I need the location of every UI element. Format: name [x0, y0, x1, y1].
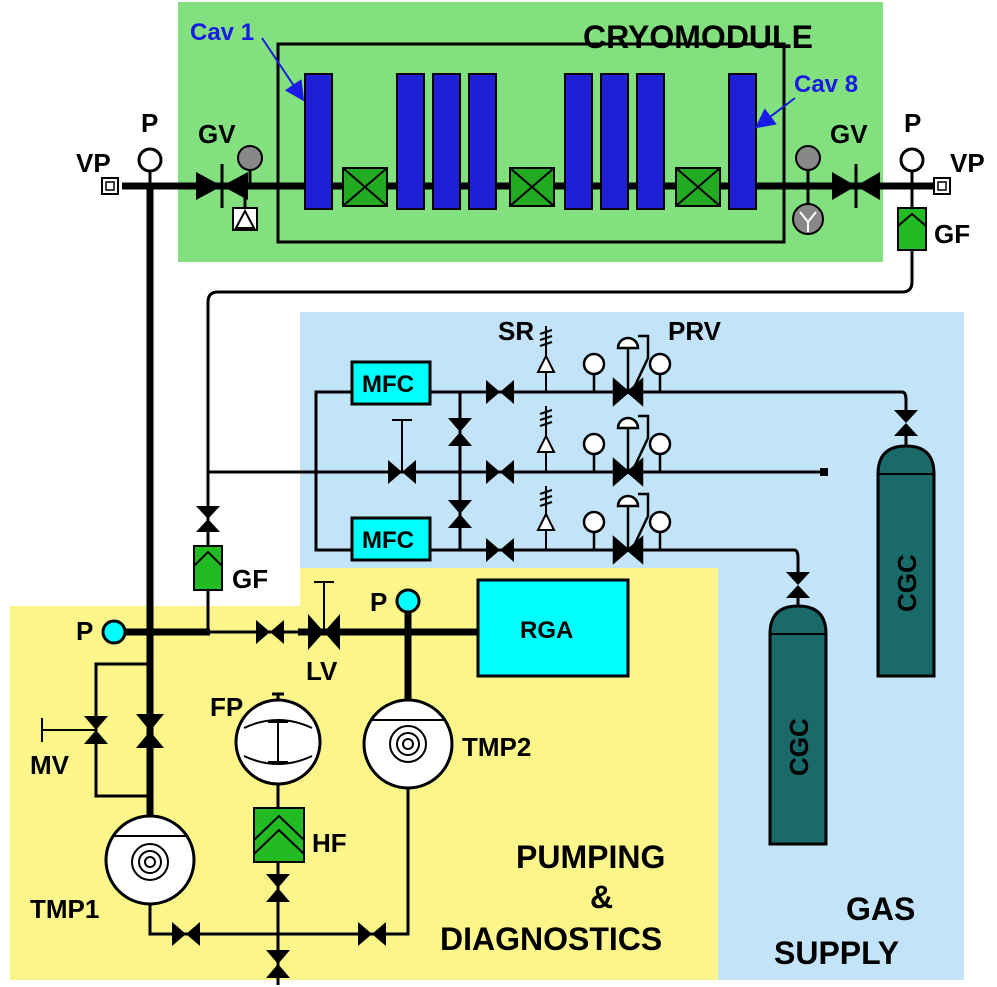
- gauge-row1-b-icon: [648, 352, 672, 376]
- mv-label: MV: [30, 750, 70, 780]
- gf-mid-label: GF: [232, 564, 268, 594]
- safety-relief-group: [536, 326, 556, 550]
- cryomodule-vessel: [276, 42, 786, 244]
- p-top-right-label: P: [904, 108, 921, 138]
- gas-return-line: [206, 250, 914, 632]
- p-rga-label: P: [370, 587, 387, 617]
- vp-right-label: VP: [950, 148, 985, 178]
- ion-pump-right-icon: [792, 203, 824, 235]
- gauge-grey-right-icon: [795, 145, 821, 171]
- pressure-gauge-top-left-icon: [137, 147, 163, 173]
- cavity-8: [728, 73, 757, 210]
- gauge-row3-b-icon: [648, 510, 672, 534]
- cavity-1: [304, 73, 333, 210]
- pumping-title-line2: &: [590, 879, 613, 915]
- valve-top-line-icon: [486, 380, 514, 404]
- prv-label: PRV: [668, 316, 722, 346]
- cavity-4: [468, 73, 497, 210]
- tmp2-label: TMP2: [462, 732, 531, 762]
- cavity-group: [304, 73, 757, 210]
- vp-left-label: VP: [76, 148, 111, 178]
- gauge-row1-a-icon: [582, 352, 606, 376]
- valve-tmp1-exhaust-icon: [172, 922, 200, 946]
- gas-line-top: [430, 390, 908, 412]
- p-top-left-label: P: [141, 108, 158, 138]
- safety-relief-1-icon: [536, 326, 556, 373]
- gas-title-line2: SUPPLY: [774, 935, 899, 971]
- gauge-row2-a-icon: [582, 432, 606, 456]
- cavity-3: [432, 73, 461, 210]
- pressure-gauge-rga-icon: [395, 588, 421, 614]
- gauge-grey-left-icon: [237, 145, 263, 171]
- main-line-valve-icon: [136, 714, 164, 748]
- mfc-bottom-box: [350, 516, 432, 562]
- pressure-gauge-top-right-icon: [899, 147, 925, 173]
- cross-valve-upper-icon: [448, 418, 472, 446]
- gas-line-bottom: [430, 548, 800, 572]
- left-beamline-components: [101, 145, 263, 231]
- valve-mid-line-icon: [486, 460, 514, 484]
- cavity-1-arrow: [261, 37, 305, 102]
- mfc-top-label: MFC: [362, 371, 414, 398]
- gas-title-line1: GAS: [846, 891, 915, 927]
- pumping-title-line1: PUMPING: [516, 839, 665, 875]
- magnet-3: [675, 167, 721, 207]
- cavity-8-label: Cav 8: [794, 71, 858, 98]
- safety-relief-3-icon: [536, 486, 556, 531]
- sensor-box-left-icon: [232, 207, 258, 231]
- cylinder-right-valve-icon: [894, 410, 918, 436]
- magnet-group: [342, 167, 721, 207]
- p-left-label: P: [76, 616, 93, 646]
- pressure-gauge-left-icon: [101, 619, 127, 645]
- cylinder-left-valve-icon: [786, 572, 810, 598]
- pumping-title-line3: DIAGNOSTICS: [440, 921, 662, 957]
- lv-label: LV: [306, 656, 338, 686]
- mfc-bottom-label: MFC: [362, 527, 414, 554]
- valve-gf-inlet-icon: [196, 506, 220, 532]
- safety-relief-2-icon: [536, 406, 556, 453]
- cryomodule-title: CRYOMODULE: [583, 19, 813, 55]
- valve-bottom-line-icon: [486, 538, 514, 562]
- gauge-row2-b-icon: [648, 432, 672, 456]
- sr-label: SR: [498, 316, 534, 346]
- cavity-5: [564, 73, 593, 210]
- mfc-bypass-line: [314, 390, 352, 552]
- mfc-top-box: [350, 360, 432, 406]
- gauge-row3-a-icon: [582, 510, 606, 534]
- valve-tmp2-exhaust-icon: [358, 922, 386, 946]
- tmp1-label: TMP1: [30, 894, 99, 924]
- rga-box: [476, 578, 630, 678]
- valve-hf-icon: [266, 874, 290, 902]
- cavity-1-label: Cav 1: [190, 19, 254, 46]
- gf-top-label: GF: [934, 219, 970, 249]
- magnet-2: [509, 167, 555, 207]
- valve-exhaust-bottom-icon: [266, 950, 290, 978]
- fp-label: FP: [210, 692, 243, 722]
- rga-label: RGA: [520, 617, 573, 644]
- gas-cylinder-left: [768, 604, 828, 846]
- cavity-7: [636, 73, 665, 210]
- valve-header-icon: [256, 620, 284, 644]
- cgc-left-label: CGC: [784, 718, 814, 776]
- cross-valve-lower-icon: [448, 500, 472, 528]
- gas-cylinder-right: [876, 444, 936, 678]
- cavity-2: [396, 73, 425, 210]
- right-beamline-components: [792, 145, 951, 251]
- magnet-1: [342, 167, 388, 207]
- cgc-right-label: CGC: [892, 554, 922, 612]
- cavity-8-arrow: [754, 97, 796, 129]
- hf-label: HF: [312, 828, 347, 858]
- cavity-6: [600, 73, 629, 210]
- gv-left-label: GV: [198, 119, 236, 149]
- gauge-prv-group: [582, 334, 672, 565]
- gv-right-label: GV: [830, 119, 868, 149]
